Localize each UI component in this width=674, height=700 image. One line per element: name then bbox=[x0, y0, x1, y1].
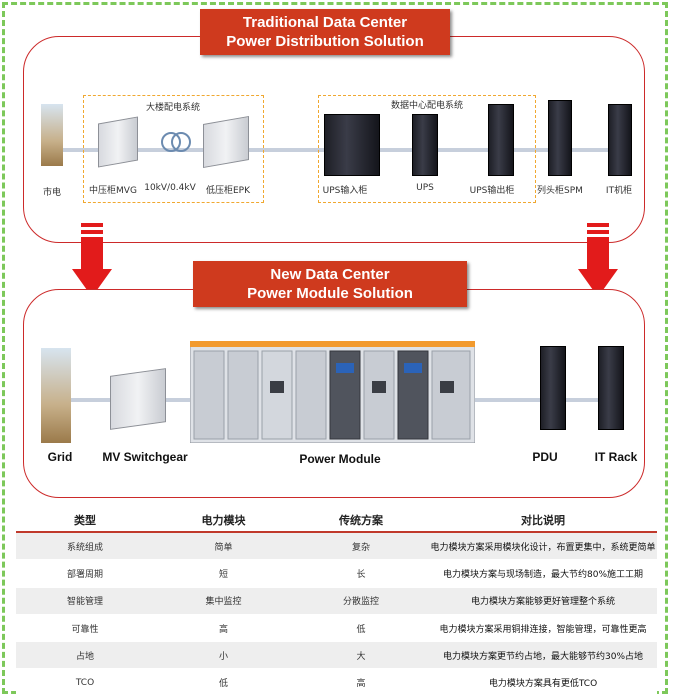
cell-power-module: 小 bbox=[154, 641, 293, 670]
cell-comparison: 电力模块方案采用铜排连接，智能管理，可靠性更高 bbox=[429, 614, 657, 643]
building-distribution-group bbox=[83, 95, 264, 203]
building-distribution-title: 大楼配电系统 bbox=[145, 103, 201, 113]
cell-traditional: 大 bbox=[293, 641, 429, 670]
cell-comparison: 电力模块方案具有更低TCO bbox=[429, 668, 657, 697]
cell-type: 占地 bbox=[16, 641, 154, 670]
table-row: 部署周期 短 长 电力模块方案与现场制造，最大节约80%施工工期 bbox=[16, 559, 657, 588]
label-mvg: 中压柜MVG bbox=[89, 186, 137, 196]
epk-cabinet-image bbox=[203, 115, 249, 169]
down-arrow-left bbox=[72, 223, 112, 303]
table-row: 智能管理 集中监控 分散监控 电力模块方案能够更好管理整个系统 bbox=[16, 587, 657, 615]
cell-traditional: 分散监控 bbox=[293, 587, 429, 615]
label-grid: Grid bbox=[47, 450, 73, 464]
mvg-cabinet-image bbox=[98, 116, 138, 168]
cell-power-module: 集中监控 bbox=[154, 587, 293, 615]
table-row: TCO 低 高 电力模块方案具有更低TCO bbox=[16, 668, 657, 697]
it-rack-image bbox=[598, 346, 624, 430]
comparison-table: 类型 电力模块 传统方案 对比说明 系统组成 简单 复杂 电力模块方案采用模块化… bbox=[16, 509, 657, 697]
banner-top-line1: Traditional Data Center bbox=[242, 14, 408, 31]
label-ups-output: UPS输出柜 bbox=[469, 186, 515, 196]
banner-top-line2: Power Distribution Solution bbox=[226, 33, 424, 50]
new-solution-banner: New Data Center Power Module Solution bbox=[193, 261, 467, 307]
cell-comparison: 电力模块方案能够更好管理整个系统 bbox=[429, 587, 657, 615]
cell-traditional: 低 bbox=[293, 614, 429, 643]
down-arrow-right bbox=[578, 223, 618, 303]
ups-cabinet-image bbox=[412, 114, 438, 176]
pdu-cabinet-image bbox=[540, 346, 566, 430]
cell-traditional: 长 bbox=[293, 559, 429, 588]
label-grid-cn: 市电 bbox=[42, 188, 62, 198]
mv-switchgear-image bbox=[110, 368, 166, 430]
traditional-solution-banner: Traditional Data Center Power Distributi… bbox=[200, 9, 450, 55]
cell-traditional: 复杂 bbox=[293, 532, 429, 561]
power-module-image bbox=[189, 340, 476, 444]
table-row: 系统组成 简单 复杂 电力模块方案采用模块化设计，布置更集中，系统更简单 bbox=[16, 532, 657, 561]
label-spm: 列头柜SPM bbox=[537, 186, 583, 196]
banner-bottom-line2: Power Module Solution bbox=[247, 285, 413, 302]
cell-power-module: 短 bbox=[154, 559, 293, 588]
table-row: 占地 小 大 电力模块方案更节约占地，最大能够节约30%占地 bbox=[16, 641, 657, 670]
label-ups: UPS bbox=[416, 183, 434, 193]
header-traditional: 传统方案 bbox=[293, 509, 429, 533]
cell-comparison: 电力模块方案更节约占地，最大能够节约30%占地 bbox=[429, 641, 657, 670]
cell-type: 系统组成 bbox=[16, 532, 154, 561]
cell-type: TCO bbox=[16, 668, 154, 697]
header-type: 类型 bbox=[16, 509, 154, 533]
transformer-icon bbox=[160, 130, 192, 154]
ups-output-cabinet-image bbox=[488, 104, 514, 176]
label-epk: 低压柜EPK bbox=[205, 186, 251, 196]
datacenter-distribution-group bbox=[318, 95, 536, 203]
label-pdu: PDU bbox=[532, 450, 558, 464]
it-cabinet-image bbox=[608, 104, 632, 176]
table-header-row: 类型 电力模块 传统方案 对比说明 bbox=[16, 509, 657, 533]
cell-comparison: 电力模块方案采用模块化设计，布置更集中，系统更简单 bbox=[429, 532, 657, 561]
grid-tower-image bbox=[41, 104, 63, 166]
banner-bottom-line1: New Data Center bbox=[270, 266, 390, 283]
spm-cabinet-image bbox=[548, 100, 572, 176]
grid-tower-image-bottom bbox=[41, 348, 71, 443]
cell-comparison: 电力模块方案与现场制造，最大节约80%施工工期 bbox=[429, 559, 657, 588]
label-ups-input: UPS输入柜 bbox=[322, 186, 368, 196]
cell-type: 智能管理 bbox=[16, 587, 154, 615]
ups-input-cabinet-image bbox=[324, 114, 380, 176]
label-transformer: 10kV/0.4kV bbox=[144, 183, 196, 193]
label-it-rack: IT Rack bbox=[594, 450, 638, 464]
cell-power-module: 低 bbox=[154, 668, 293, 697]
label-power-module: Power Module bbox=[299, 452, 381, 466]
header-power-module: 电力模块 bbox=[154, 509, 293, 533]
cell-power-module: 高 bbox=[154, 614, 293, 643]
cell-traditional: 高 bbox=[293, 668, 429, 697]
header-comparison: 对比说明 bbox=[429, 509, 657, 533]
cell-power-module: 简单 bbox=[154, 532, 293, 561]
label-mv-switchgear: MV Switchgear bbox=[102, 450, 188, 464]
datacenter-distribution-title: 数据中心配电系统 bbox=[390, 101, 464, 111]
cell-type: 部署周期 bbox=[16, 559, 154, 588]
cell-type: 可靠性 bbox=[16, 614, 154, 643]
table-row: 可靠性 高 低 电力模块方案采用铜排连接，智能管理，可靠性更高 bbox=[16, 614, 657, 643]
label-it-cabinet: IT机柜 bbox=[605, 186, 633, 196]
